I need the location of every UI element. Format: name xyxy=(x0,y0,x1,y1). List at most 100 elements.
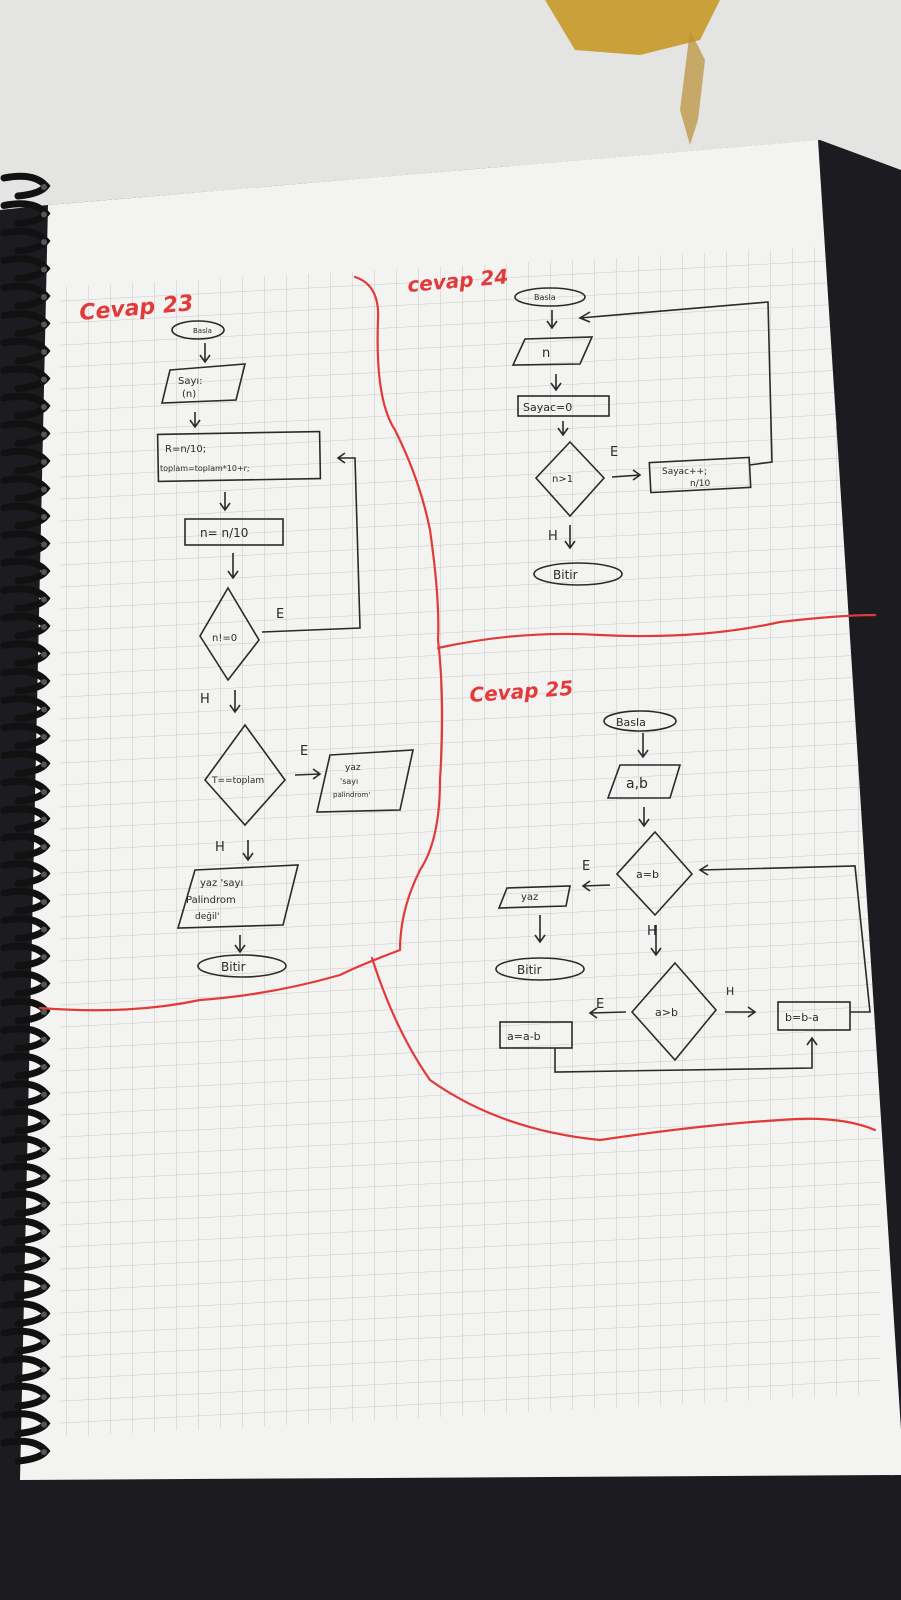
yes-label-24: E xyxy=(610,445,618,460)
process-label-23-toplam: toplam=toplam*10+r; xyxy=(160,464,250,473)
binding-hole xyxy=(41,761,47,768)
yes-label-23-n: E xyxy=(276,607,284,622)
yes-label-eq: E xyxy=(582,859,590,874)
binding-hole xyxy=(41,184,47,190)
assign-label-a: a=a-b xyxy=(507,1030,541,1043)
start-oval-23 xyxy=(171,320,225,340)
binding-hole xyxy=(41,981,47,988)
input-label-24: n xyxy=(542,346,550,361)
process-label-23-n: n= n/10 xyxy=(200,526,248,540)
binding-hole xyxy=(41,376,47,383)
cevap-25-section: Cevap 25 Basla a,b a=b E H yaz xyxy=(469,676,871,1073)
end-oval-24 xyxy=(533,562,623,586)
binding-hole xyxy=(41,431,47,438)
binding-hole xyxy=(41,1229,47,1235)
gold-foil-wrapper xyxy=(545,0,720,55)
output-yes-line1: yaz xyxy=(345,763,361,773)
decision-diamond-24 xyxy=(534,440,606,518)
table-surface xyxy=(0,0,901,210)
end-oval-23 xyxy=(197,954,287,978)
spiral-binding xyxy=(0,172,51,1465)
output-yes-line2: 'sayı xyxy=(340,777,358,786)
output-parallelogram-23-yes xyxy=(315,749,415,813)
binding-hole xyxy=(41,541,47,548)
process-box-23-n xyxy=(184,518,284,546)
decision-label-gt: a>b xyxy=(655,1006,678,1019)
end-label-24: Bitir xyxy=(553,568,578,582)
start-label-25: Basla xyxy=(616,716,646,729)
output-no-line1: yaz 'sayı xyxy=(200,878,243,889)
decision-diamond-eq xyxy=(615,830,694,917)
input-parallelogram-25 xyxy=(606,764,682,799)
output-box-25 xyxy=(497,885,571,909)
input-parallelogram-23 xyxy=(160,363,247,404)
binding-hole xyxy=(41,651,47,658)
start-label-23: Basla xyxy=(193,327,212,335)
binding-hole xyxy=(41,1064,47,1070)
decision-diamond-gt xyxy=(630,961,718,1062)
binding-hole xyxy=(41,459,47,465)
decision-label-eq: a=b xyxy=(636,868,659,881)
binding-hole xyxy=(41,239,47,245)
binding-hole xyxy=(41,1421,47,1428)
decision-label-23-t: T==toplam xyxy=(211,776,264,786)
binding-hole xyxy=(41,1449,47,1455)
loop-box-24 xyxy=(648,456,752,494)
no-label-23-t: H xyxy=(215,840,225,855)
binding-hole xyxy=(41,1201,47,1208)
decision-label-24: n>1 xyxy=(552,474,573,485)
binding-hole xyxy=(41,899,47,905)
input-label-23-line2: (n) xyxy=(182,389,196,400)
process-label-23-r: R=n/10; xyxy=(165,444,206,455)
binding-hole xyxy=(41,1311,47,1318)
start-oval-25 xyxy=(603,710,677,732)
binding-hole xyxy=(41,514,47,520)
input-parallelogram-24 xyxy=(511,336,594,366)
binding-hole xyxy=(41,1036,47,1043)
assign-box-b xyxy=(777,1001,851,1031)
binding-hole xyxy=(41,569,47,575)
binding-hole xyxy=(41,871,47,878)
assign-label-b: b=b-a xyxy=(785,1011,819,1024)
counter-label-24: Sayac=0 xyxy=(523,401,572,414)
end-oval-25 xyxy=(495,957,585,981)
binding-hole xyxy=(41,211,47,218)
binding-hole xyxy=(41,321,47,328)
no-label-23-n: H xyxy=(200,692,210,707)
binding-hole xyxy=(41,816,47,823)
gold-foil-scrap xyxy=(680,30,705,145)
end-label-23: Bitir xyxy=(221,960,246,974)
output-no-line2: Palindrom xyxy=(186,895,236,906)
decision-diamond-23-n xyxy=(199,586,260,682)
binding-hole xyxy=(41,679,47,685)
end-label-25: Bitir xyxy=(517,963,542,977)
start-label-24: Basla xyxy=(534,293,556,302)
output-no-line3: değil' xyxy=(195,912,219,922)
binding-hole xyxy=(41,1366,47,1373)
input-label-23-line1: Sayı: xyxy=(178,376,203,387)
binding-hole xyxy=(41,294,47,300)
binding-hole xyxy=(41,1119,47,1125)
binding-hole xyxy=(41,1009,47,1015)
binding-hole xyxy=(41,266,47,273)
binding-hole xyxy=(41,706,47,713)
binding-hole xyxy=(41,486,47,493)
binding-hole xyxy=(41,1284,47,1290)
grid-lines xyxy=(60,243,880,1437)
no-label-24: H xyxy=(548,529,558,544)
yes-label-gt: E xyxy=(596,997,604,1012)
input-label-25: a,b xyxy=(626,776,648,792)
binding-hole xyxy=(41,1091,47,1098)
output-parallelogram-23-no xyxy=(176,864,300,929)
yes-label-23-t: E xyxy=(300,744,308,759)
cevap-23-section: Cevap 23 Basla Sayı: (n) R=n/10; xyxy=(78,291,415,978)
loop-label-24-line2: n/10 xyxy=(690,479,710,489)
decision-label-23-n: n!=0 xyxy=(212,633,237,644)
binding-hole xyxy=(41,349,47,355)
binding-hole xyxy=(41,404,47,410)
output-yes-line3: palindrom' xyxy=(333,791,370,799)
binding-hole xyxy=(41,624,47,630)
binding-hole xyxy=(41,1174,47,1180)
start-oval-24 xyxy=(514,287,586,307)
